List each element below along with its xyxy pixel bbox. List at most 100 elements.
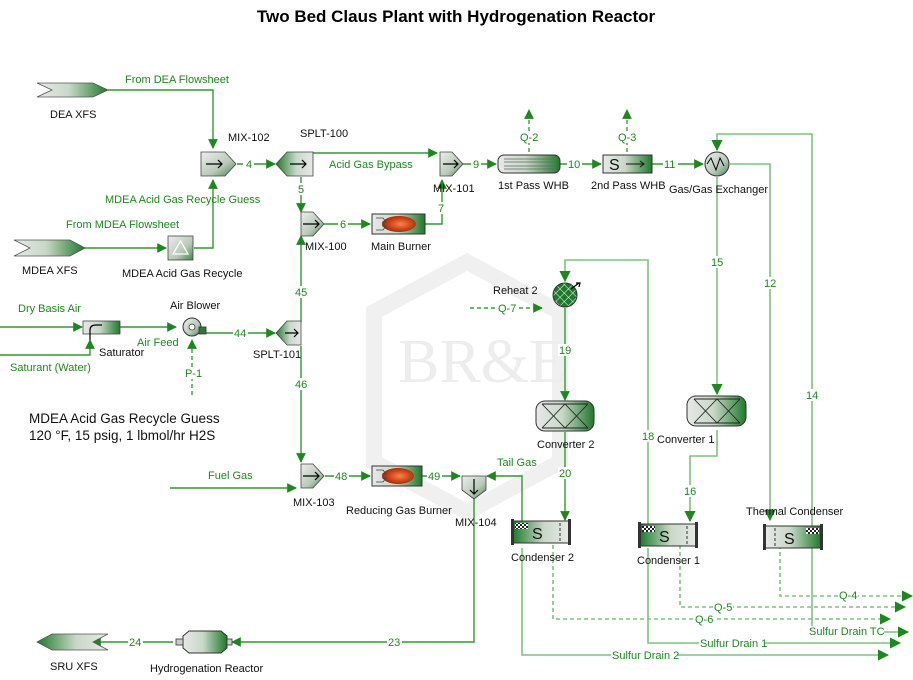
- label-air-feed: Air Feed: [137, 337, 179, 349]
- label-dry-air: Dry Basis Air: [18, 303, 81, 315]
- stream-mdea-guess[interactable]: [194, 179, 218, 249]
- label-q2: Q-2: [520, 132, 538, 144]
- saturator[interactable]: Saturator: [82, 320, 145, 359]
- condenser2-label: Condenser 2: [511, 552, 574, 564]
- arrow-right-icon: [285, 328, 299, 338]
- main-burner-label: Main Burner: [371, 241, 431, 253]
- gas-exchanger-label: Gas/Gas Exchanger: [669, 184, 768, 196]
- splt-101[interactable]: SPLT-101: [253, 320, 302, 361]
- mdea-recycle-label: MDEA Acid Gas Recycle: [122, 268, 242, 280]
- saturator-label: Saturator: [99, 347, 145, 359]
- label-mdea-guess: MDEA Acid Gas Recycle Guess: [105, 194, 261, 206]
- whb1[interactable]: 1st Pass WHB: [497, 154, 569, 192]
- arrow-right-icon: [303, 471, 320, 481]
- label-s11: 11: [664, 159, 675, 171]
- checker-icon: [806, 528, 819, 534]
- stream-18[interactable]: [559, 259, 649, 525]
- label-s4: 4: [246, 159, 252, 171]
- label-s45: 45: [295, 287, 307, 299]
- sru-xfs-label: SRU XFS: [50, 661, 98, 673]
- xfs-chevron-icon: [36, 82, 109, 98]
- label-q4: Q-4: [839, 590, 857, 602]
- checker-icon: [515, 523, 528, 529]
- dea-xfs-label: DEA XFS: [50, 109, 96, 121]
- splt-101-label: SPLT-101: [253, 349, 301, 361]
- label-sulfur-drain-tc: Sulfur Drain TC: [809, 626, 885, 638]
- mix-100-label: MIX-100: [305, 241, 347, 253]
- mdea-recycle[interactable]: MDEA Acid Gas Recycle: [122, 235, 242, 280]
- label-from-mdea: From MDEA Flowsheet: [66, 219, 179, 231]
- air-blower[interactable]: Air Blower: [170, 300, 220, 337]
- sru-xfs[interactable]: SRU XFS: [36, 633, 109, 673]
- label-s14: 14: [806, 390, 818, 402]
- label-s16: 16: [684, 486, 696, 498]
- stream-14[interactable]: [711, 133, 813, 600]
- label-s5: 5: [298, 184, 304, 196]
- flame-icon: [382, 216, 416, 232]
- energy-q4[interactable]: [779, 545, 913, 602]
- energy-q6[interactable]: [552, 545, 892, 625]
- reducing-gas-burner[interactable]: Reducing Gas Burner: [346, 465, 452, 517]
- condenser1-label: Condenser 1: [637, 555, 700, 567]
- dea-xfs[interactable]: DEA XFS: [36, 82, 109, 121]
- stream-7[interactable]: [425, 179, 447, 225]
- main-burner[interactable]: Main Burner: [371, 213, 431, 253]
- label-s12: 12: [764, 278, 776, 290]
- condenser1[interactable]: S Condenser 1: [637, 522, 700, 567]
- mix-103[interactable]: MIX-103: [293, 463, 335, 509]
- whb2[interactable]: S 2nd Pass WHB: [591, 154, 666, 192]
- watermark: BR&E: [366, 252, 568, 522]
- flame-icon: [382, 468, 414, 484]
- stream-23[interactable]: [231, 498, 475, 647]
- converter1[interactable]: Converter 1: [657, 395, 747, 446]
- mix-104[interactable]: MIX-104: [455, 475, 497, 529]
- reheat2[interactable]: Reheat 2: [493, 282, 581, 308]
- stream-12[interactable]: [730, 163, 776, 522]
- stream-tail-gas[interactable]: [486, 471, 523, 525]
- label-fuel-gas: Fuel Gas: [208, 470, 253, 482]
- thermal-condenser[interactable]: S Thermal Condenser: [746, 506, 844, 550]
- converter2[interactable]: Converter 2: [535, 400, 595, 451]
- reducing-burner-label: Reducing Gas Burner: [346, 505, 452, 517]
- arrow-down-icon: [469, 479, 479, 495]
- label-s7: 7: [438, 203, 444, 215]
- mix-101[interactable]: MIX-101: [433, 151, 475, 195]
- label-tail-gas: Tail Gas: [497, 457, 537, 469]
- splt-100[interactable]: SPLT-100: [275, 128, 348, 177]
- fan-icon: [188, 323, 196, 331]
- mix-101-label: MIX-101: [433, 183, 475, 195]
- stream-sulfur-drain-2[interactable]: [521, 548, 890, 661]
- label-p1: P-1: [185, 368, 202, 380]
- catalyst-bed-icon: [693, 398, 741, 424]
- catalyst-bed-icon: [541, 403, 589, 429]
- energy-q5[interactable]: [679, 545, 907, 613]
- gas-gas-exchanger[interactable]: Gas/Gas Exchanger: [669, 151, 768, 196]
- sulfur-s-icon: S: [532, 526, 543, 543]
- label-s9: 9: [473, 159, 479, 171]
- label-s44: 44: [234, 328, 246, 340]
- label-from-dea: From DEA Flowsheet: [125, 74, 229, 86]
- arrow-right-icon: [290, 159, 307, 169]
- watermark-text: BR&E: [398, 328, 567, 396]
- note-line-1: MDEA Acid Gas Recycle Guess: [29, 411, 220, 426]
- label-saturant: Saturant (Water): [10, 362, 91, 374]
- stream-labels: From DEA Flowsheet From MDEA Flowsheet M…: [10, 74, 885, 662]
- stream-saturant[interactable]: [0, 339, 95, 356]
- label-s24: 24: [129, 637, 141, 649]
- splt-100-label: SPLT-100: [300, 128, 348, 140]
- hydrogenation-reactor-label: Hydrogenation Reactor: [150, 663, 263, 675]
- condenser2[interactable]: S Condenser 2: [511, 519, 574, 564]
- stream-from-dea[interactable]: [108, 89, 218, 149]
- label-q3: Q-3: [618, 132, 636, 144]
- sulfur-s-icon: S: [609, 157, 620, 174]
- hydrogenation-reactor[interactable]: Hydrogenation Reactor: [150, 630, 263, 675]
- stream-sulfur-drain-1[interactable]: [647, 548, 902, 649]
- mdea-xfs[interactable]: MDEA XFS: [13, 239, 86, 277]
- mix-102[interactable]: MIX-102: [200, 132, 270, 177]
- label-q5: Q-5: [714, 602, 732, 614]
- converter1-label: Converter 1: [657, 434, 714, 446]
- mix-100[interactable]: MIX-100: [300, 211, 347, 253]
- label-s15: 15: [711, 257, 723, 269]
- xfs-chevron-icon: [13, 239, 86, 257]
